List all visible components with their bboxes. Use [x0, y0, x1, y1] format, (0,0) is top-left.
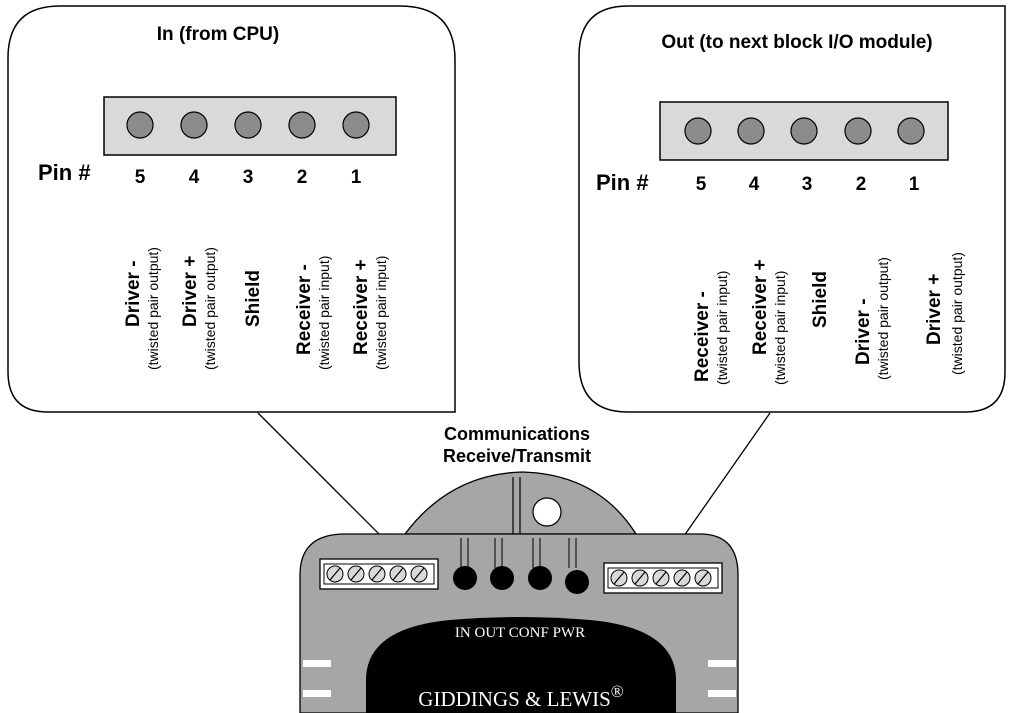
- left-pin-2-name: Receiver -: [294, 264, 315, 355]
- right-pin-2-name: Driver -: [853, 298, 874, 365]
- left-leader-line: [257, 412, 394, 549]
- device-right-slot: [708, 690, 736, 697]
- device-left-connector-screws: [326, 565, 428, 583]
- left-pinout-panel: In (from CPU) Pin # 5 4 3 2 1 Driver - (…: [7, 5, 456, 413]
- left-pin-4-name: Driver +: [180, 256, 201, 327]
- right-pin-1-screw: [897, 117, 925, 145]
- right-pin-number: 1: [909, 174, 920, 195]
- right-pin-3-screw: [790, 117, 818, 145]
- left-pin-2-screw: [288, 111, 316, 139]
- right-panel-title: Out (to next block I/O module): [661, 32, 932, 53]
- right-pin-1-detail: (twisted pair output): [949, 252, 965, 375]
- left-pin-5-detail: (twisted pair output): [145, 247, 161, 370]
- led-pwr-indicator: [565, 570, 589, 594]
- right-pin-number: 5: [696, 174, 707, 195]
- left-pin-number: 5: [135, 167, 146, 188]
- io-module-device: IN OUT CONF PWR GIDDINGS & LEWIS®: [299, 471, 739, 713]
- right-pin-2-detail: (twisted pair output): [875, 257, 891, 380]
- led-labels: IN OUT CONF PWR: [455, 625, 585, 641]
- left-pin-4-detail: (twisted pair output): [202, 247, 218, 370]
- device-right-connector-screws: [610, 569, 712, 587]
- left-pin-1-name: Receiver +: [351, 259, 372, 355]
- right-pin-5-screw: [684, 117, 712, 145]
- left-pin-number: 1: [351, 167, 362, 188]
- left-pin-1-detail: (twisted pair input): [373, 256, 389, 370]
- led-conf-indicator: [528, 566, 552, 590]
- right-pin-5-detail: (twisted pair input): [714, 271, 730, 385]
- brand-registered-mark: ®: [611, 682, 624, 701]
- right-pin-number: 2: [856, 174, 867, 195]
- device-left-slot: [303, 690, 331, 697]
- device-right-slot: [708, 660, 736, 667]
- left-pin-number: 2: [297, 167, 308, 188]
- brand-name: GIDDINGS & LEWIS®: [418, 682, 623, 711]
- right-pin-4-detail: (twisted pair input): [772, 271, 788, 385]
- right-pin-1-name: Driver +: [924, 274, 945, 345]
- right-pin-3-name: Shield: [810, 271, 831, 328]
- left-pin-3-name: Shield: [243, 270, 264, 327]
- right-pin-5-name: Receiver -: [692, 291, 713, 382]
- led-out-indicator: [490, 566, 514, 590]
- right-pin-2-screw: [844, 117, 872, 145]
- left-pin-1-screw: [342, 111, 370, 139]
- comms-label-line1: Communications: [444, 424, 590, 444]
- right-pin-number: 4: [749, 174, 760, 195]
- left-pin-5-name: Driver -: [123, 260, 144, 327]
- comms-label-line2: Receive/Transmit: [443, 446, 591, 466]
- led-in-indicator: [453, 566, 477, 590]
- left-pin-5-screw: [126, 111, 154, 139]
- device-mounting-hole: [532, 497, 562, 527]
- device-left-slot: [303, 660, 331, 667]
- left-pin-label: Pin #: [38, 160, 91, 185]
- right-pin-4-name: Receiver +: [750, 259, 771, 355]
- right-pinout-panel: Out (to next block I/O module) Pin # 5 4…: [578, 5, 1006, 413]
- right-pin-4-screw: [737, 117, 765, 145]
- brand-text: GIDDINGS & LEWIS: [418, 687, 610, 711]
- right-panel-frame: [578, 5, 1006, 413]
- right-pin-number: 3: [802, 174, 813, 195]
- left-pin-number: 4: [189, 167, 200, 188]
- left-pin-4-screw: [180, 111, 208, 139]
- device-led-pipes: [460, 538, 577, 568]
- left-pin-number: 3: [243, 167, 254, 188]
- left-pin-2-detail: (twisted pair input): [316, 256, 332, 370]
- device-label-plate: [366, 617, 676, 713]
- left-pin-3-screw: [234, 111, 262, 139]
- left-panel-title: In (from CPU): [157, 24, 279, 45]
- right-pin-label: Pin #: [596, 170, 649, 195]
- right-leader-line: [671, 412, 771, 554]
